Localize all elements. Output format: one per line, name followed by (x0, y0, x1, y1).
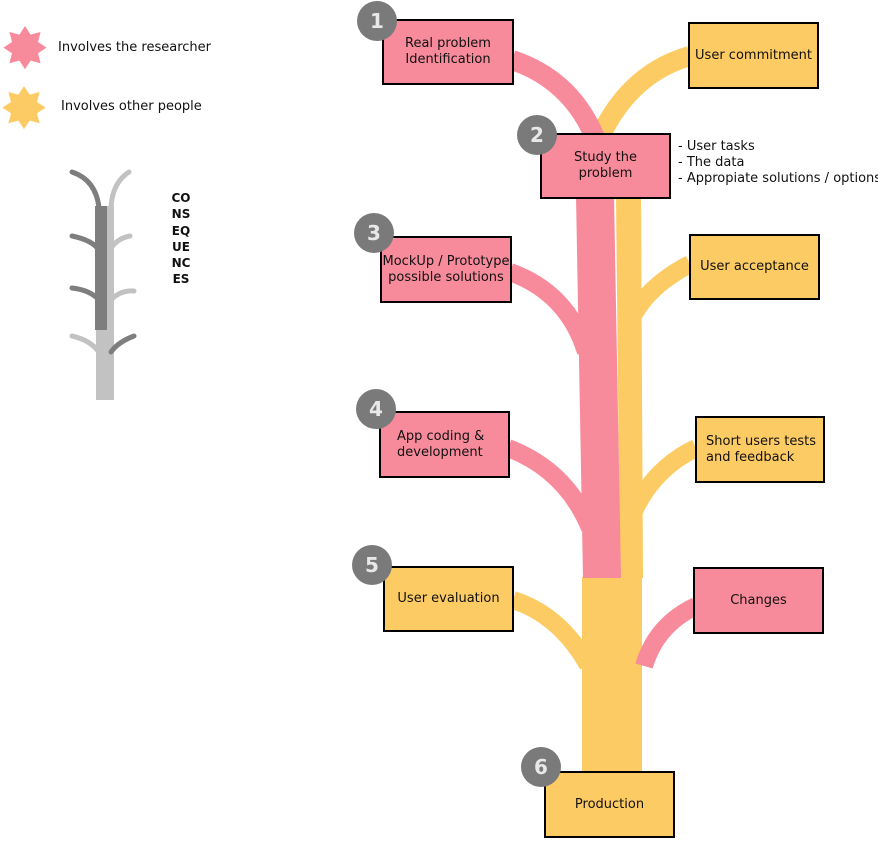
yellow-star-icon (2, 86, 46, 130)
tree-trunk-pink (504, 50, 701, 669)
step-3-label: MockUp / Prototype possible solutions (382, 253, 510, 285)
step-5-number-badge: 5 (352, 545, 392, 585)
consequence-changes-label: Changes (730, 592, 787, 608)
consequence-short-tests-label: Short users tests and feedback (706, 433, 817, 465)
study-note-user-tasks: - User tasks (678, 139, 755, 154)
consequence-short-tests-box: Short users tests and feedback (695, 416, 825, 483)
step-5-box: User evaluation (383, 566, 514, 632)
legend-researcher-label: Involves the researcher (58, 40, 211, 55)
step-1-label: Real problem Identification (405, 36, 491, 67)
step-4-box: App coding & development (379, 411, 510, 478)
step-2-number-badge: 2 (517, 115, 557, 155)
step-2-label: Study the problem (573, 150, 637, 181)
step-2-box: Study the problem (540, 133, 671, 199)
study-notes-list: - User tasks - The data - Appropiate sol… (678, 139, 878, 187)
study-note-solutions: - Appropiate solutions / options (678, 171, 878, 186)
consequence-user-commitment-label: User commitment (695, 47, 812, 63)
study-note-the-data: - The data (678, 155, 745, 170)
step-3-box: MockUp / Prototype possible solutions (380, 236, 512, 303)
consequence-changes-box: Changes (693, 567, 824, 634)
tree-icon (69, 169, 137, 400)
step-1-number-badge: 1 (357, 1, 397, 41)
consequence-user-acceptance-label: User acceptance (700, 259, 809, 274)
tree-trunk-yellow (510, 46, 701, 776)
step-6-label: Production (574, 796, 645, 812)
step-6-number-badge: 6 (521, 747, 561, 787)
consequence-user-commitment-box: User commitment (688, 22, 819, 89)
pink-star-icon (3, 26, 47, 70)
consequence-user-acceptance-box: User acceptance (689, 234, 820, 300)
step-1-box: Real problem Identification (382, 19, 514, 85)
step-4-number-badge: 4 (356, 389, 396, 429)
step-3-number-badge: 3 (354, 213, 394, 253)
consequences-label: CONSEQUENCES (171, 191, 191, 287)
legend-others-label: Involves other people (61, 99, 202, 114)
step-6-box: Production (544, 771, 675, 838)
step-5-label: User evaluation (397, 591, 500, 606)
step-4-label: App coding & development (397, 428, 485, 460)
